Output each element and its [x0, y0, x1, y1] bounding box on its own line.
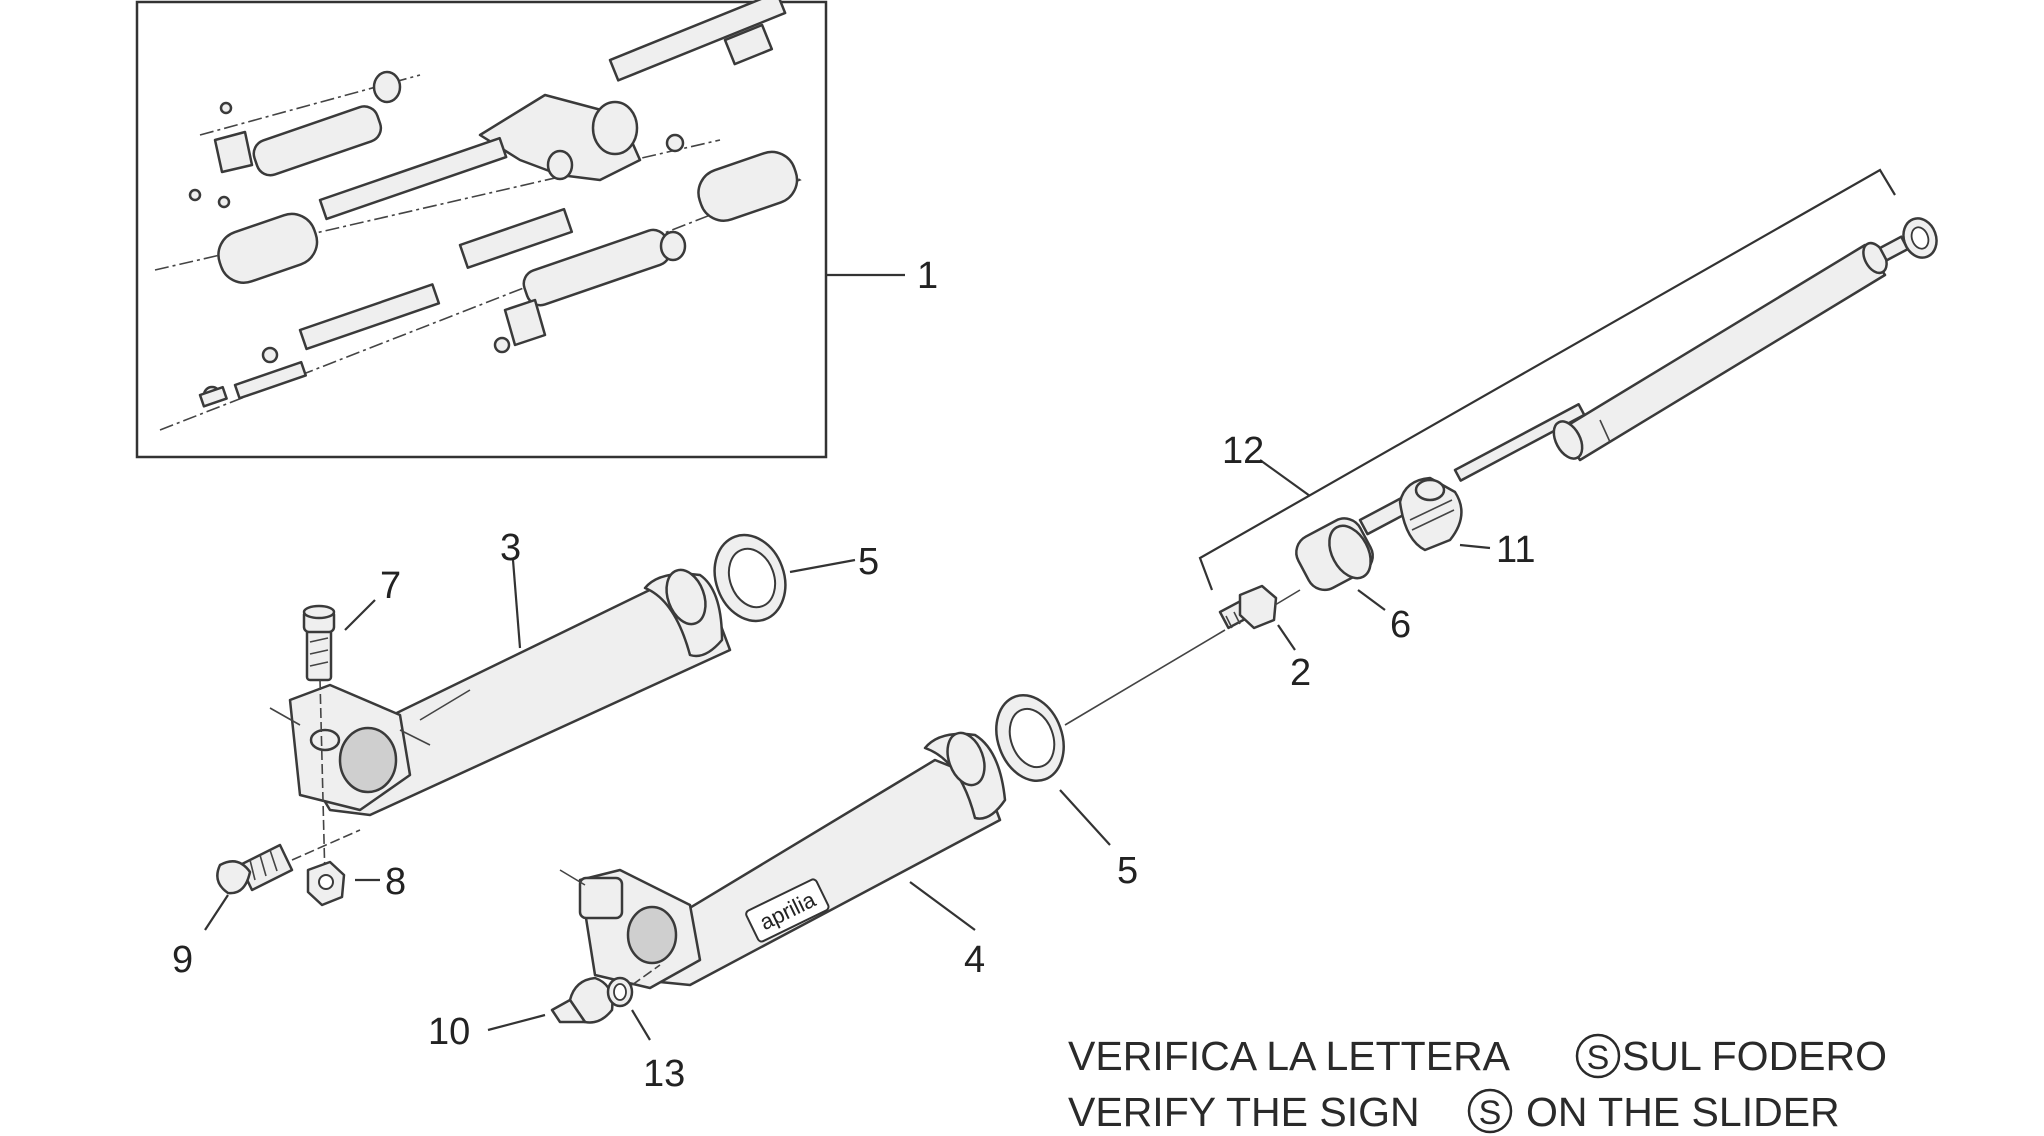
callout-6: 6	[1390, 604, 1411, 646]
fork-seal-lower	[995, 693, 1065, 783]
cap-nut-10	[550, 976, 614, 1024]
sign-symbol-line2: S	[1467, 1088, 1513, 1134]
bolt-7	[302, 604, 336, 682]
callout-10: 10	[428, 1011, 470, 1053]
callout-8: 8	[385, 861, 406, 903]
callout-4: 4	[964, 939, 985, 981]
note-line1-before: VERIFICA LA LETTERA	[1068, 1033, 1511, 1079]
washer-13	[606, 976, 634, 1008]
note-line2-before: VERIFY THE SIGN	[1068, 1089, 1420, 1135]
callout-9: 9	[172, 939, 193, 981]
spring-tube	[1552, 241, 1888, 462]
spacer-6	[1295, 517, 1374, 592]
left-fork-slider	[269, 568, 732, 817]
bushing-11	[1398, 476, 1463, 552]
note-line1-after: SUL FODERO	[1622, 1033, 1887, 1079]
callout-5-lower: 5	[1117, 850, 1138, 892]
callout-5-upper: 5	[858, 541, 879, 583]
callout-7: 7	[380, 565, 401, 607]
complete-fork-inset	[135, 0, 828, 459]
callout-labels: 1 2 3 4 5 5 6 7 8 9 10 11 12 13	[172, 255, 1535, 1095]
end-washer	[1902, 217, 1938, 259]
right-fork-slider: aprilia	[559, 731, 1007, 990]
callout-13: 13	[643, 1053, 685, 1095]
callout-12: 12	[1222, 430, 1264, 472]
nut-2	[1238, 584, 1278, 630]
leader-lines	[204, 273, 1491, 1041]
callout-11: 11	[1496, 529, 1535, 571]
sign-symbol-line1: S	[1575, 1033, 1621, 1079]
callout-3: 3	[500, 527, 521, 569]
fork-seal-upper	[713, 533, 787, 623]
nut-8	[306, 860, 346, 907]
sign-letter-line1: S	[1587, 1039, 1610, 1077]
note-line2-after: ON THE SLIDER	[1526, 1089, 1840, 1135]
callout-2: 2	[1290, 652, 1311, 694]
damper-rod-assembly	[1218, 217, 1938, 630]
bolt-9	[216, 843, 294, 895]
callout-1: 1	[917, 255, 938, 297]
sign-letter-line2: S	[1479, 1094, 1502, 1132]
verification-note: VERIFICA LA LETTERA S SUL FODERO VERIFY …	[1068, 1033, 1887, 1135]
